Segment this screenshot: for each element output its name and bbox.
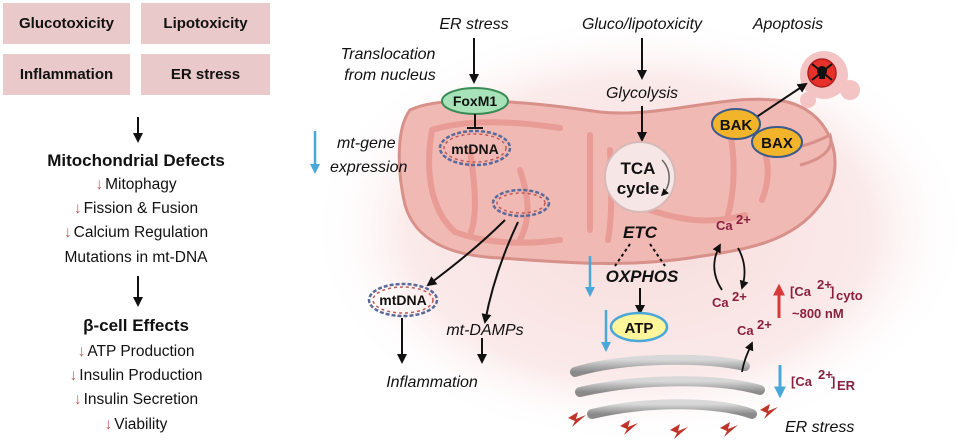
svg-text:cyto: cyto <box>836 288 863 303</box>
mito-defects-title: Mitochondrial Defects <box>47 151 225 170</box>
down-arrow-icon: ↓ <box>95 176 104 193</box>
oxphos-label: OXPHOS <box>606 267 679 286</box>
mito-item: ↓Fission & Fusion <box>73 200 199 217</box>
down-arrow-icon: ↓ <box>69 367 78 384</box>
etc-label: ETC <box>623 223 658 242</box>
mt-gene-label: mt-gene <box>337 135 396 152</box>
bak-node <box>711 108 761 140</box>
apoptosis-blob-icon <box>800 51 860 108</box>
mtdna-circle <box>491 188 551 218</box>
glycolysis-label: Glycolysis <box>606 85 678 102</box>
mt-damps-label: mt-DAMPs <box>446 322 523 339</box>
bax-node <box>751 126 803 158</box>
er-stress-bolt-icon <box>568 404 778 439</box>
ca-cyto-concentration: ~800 nM <box>792 306 844 321</box>
mito-item: Mutations in mt-DNA <box>64 249 208 266</box>
svg-text:2+: 2+ <box>732 289 747 304</box>
atp-label: ATP <box>625 320 654 337</box>
stressor-lipotoxicity: Lipotoxicity <box>141 3 270 44</box>
mito-item: ↓Calcium Regulation <box>63 224 209 241</box>
ca-label-cyto: Ca 2+ <box>712 289 747 310</box>
beta-item: ↓Viability <box>104 416 168 433</box>
tca-label: TCA <box>621 159 656 178</box>
apoptosis-label: Apoptosis <box>752 16 823 33</box>
atp-node <box>609 311 669 343</box>
down-arrow-icon: ↓ <box>63 224 72 241</box>
er-stress-bottom-label: ER stress <box>785 419 854 436</box>
bak-label: BAK <box>720 117 753 134</box>
svg-text:2+: 2+ <box>757 317 772 332</box>
svg-text:]: ] <box>830 284 834 299</box>
svg-text:]: ] <box>831 374 835 389</box>
tca-cycle-node <box>604 141 676 213</box>
bax-label: BAX <box>761 135 793 152</box>
ca-label-er: Ca 2+ <box>737 317 772 338</box>
gluco-lipo-label: Gluco/lipotoxicity <box>582 16 703 33</box>
mtdna-label: mtDNA <box>451 141 498 157</box>
mtdna-circle <box>438 129 512 167</box>
inflammation-label: Inflammation <box>386 374 478 391</box>
mtdna-released-label: mtDNA <box>379 292 426 308</box>
svg-text:[Ca: [Ca <box>790 284 812 299</box>
beta-effects-title: β-cell Effects <box>83 316 189 335</box>
down-arrow-icon: ↓ <box>73 391 82 408</box>
tca-label: cycle <box>617 179 660 198</box>
down-arrow-icon: ↓ <box>77 343 86 360</box>
stressor-glucotoxicity: Glucotoxicity <box>3 3 130 44</box>
endoplasmic-reticulum <box>570 354 765 419</box>
svg-text:2+: 2+ <box>817 277 832 292</box>
svg-text:Ca: Ca <box>712 295 729 310</box>
stressor-inflammation: Inflammation <box>3 54 130 95</box>
svg-text:2+: 2+ <box>818 367 833 382</box>
down-arrow-icon: ↓ <box>104 416 113 433</box>
mt-gene-label: expression <box>330 159 407 176</box>
ca-label-mito: Ca 2+ <box>716 212 751 233</box>
beta-item: ↓Insulin Production <box>69 367 203 384</box>
stressor-er-stress: ER stress <box>141 54 270 95</box>
er-stress-top-label: ER stress <box>439 16 508 33</box>
ca-cyto-label: [Ca 2+ ] cyto <box>790 277 863 303</box>
svg-text:[Ca: [Ca <box>791 374 813 389</box>
svg-text:Ca: Ca <box>716 218 733 233</box>
beta-item: ↓ATP Production <box>77 343 195 360</box>
translocation-label: Translocation <box>341 46 436 63</box>
down-arrow-icon: ↓ <box>73 200 82 217</box>
mtdna-circle <box>367 282 439 318</box>
svg-text:2+: 2+ <box>736 212 751 227</box>
svg-text:Ca: Ca <box>737 323 754 338</box>
ca-er-label: [Ca 2+ ] ER <box>791 367 856 393</box>
mito-item: ↓Mitophagy <box>95 176 177 193</box>
translocation-label: from nucleus <box>344 67 436 84</box>
foxm1-label: FoxM1 <box>453 93 498 109</box>
svg-text:ER: ER <box>837 378 856 393</box>
beta-item: ↓Insulin Secretion <box>73 391 199 408</box>
